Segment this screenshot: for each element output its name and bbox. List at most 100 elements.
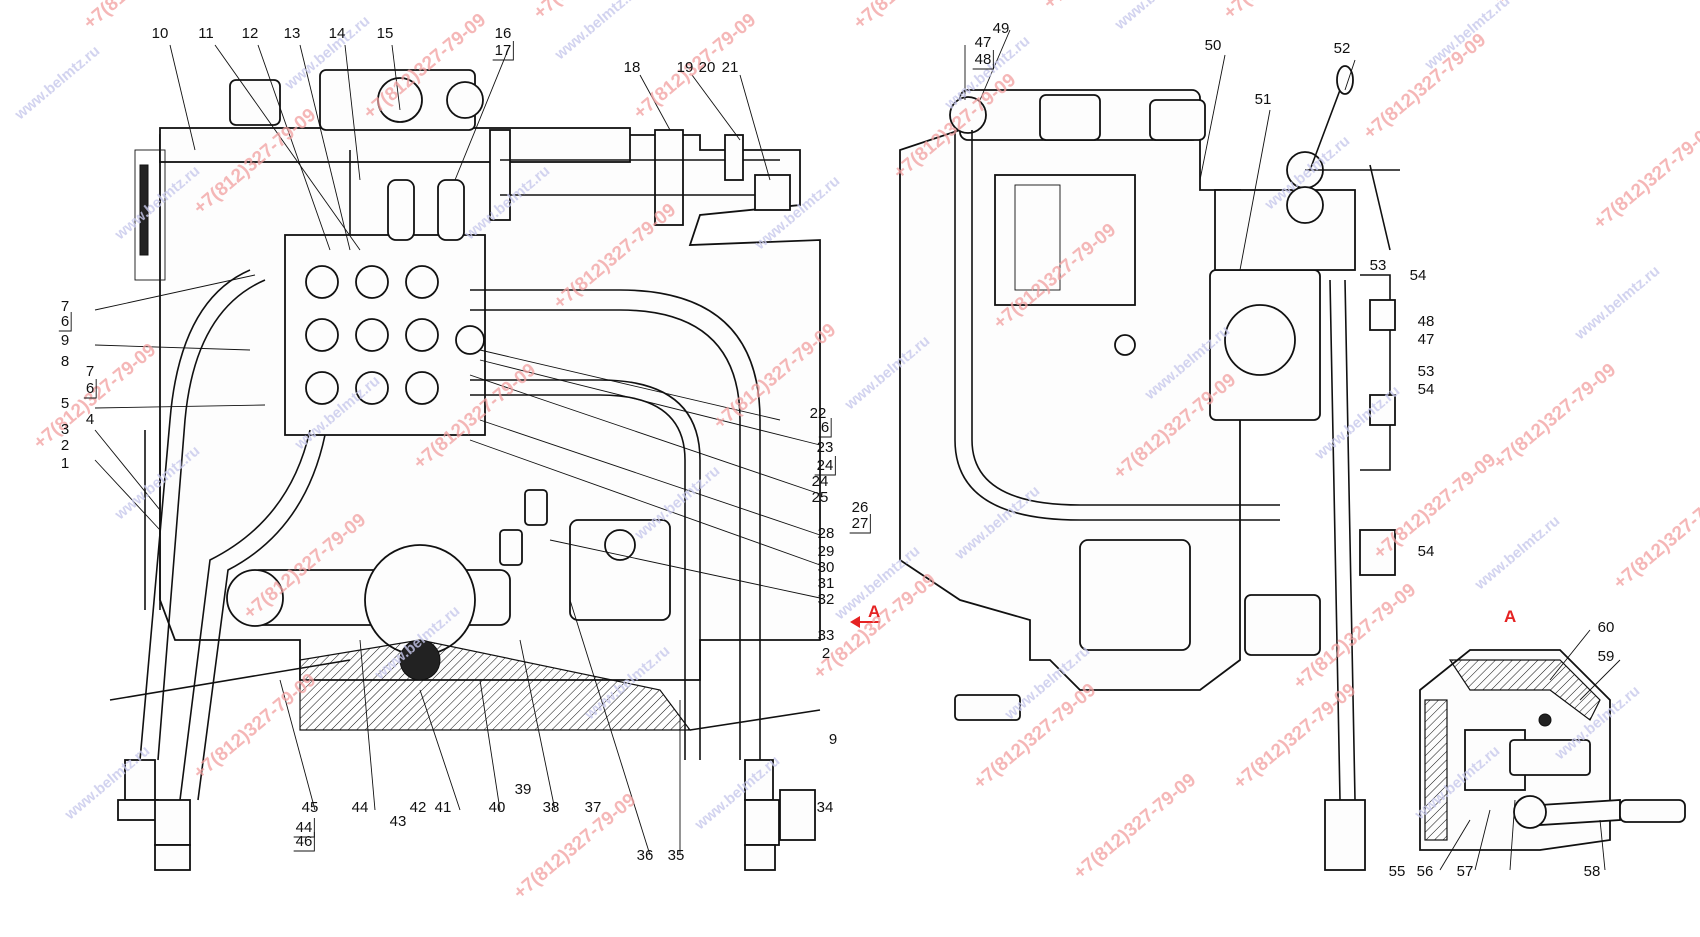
part-number-label: 34	[817, 799, 834, 816]
part-number-label: 47	[975, 34, 992, 51]
part-number-label: 21	[722, 59, 739, 76]
part-number-label: 9	[829, 731, 837, 748]
part-number-label: 24	[817, 457, 834, 474]
part-number-label: 48	[975, 51, 992, 68]
hose-fittings-left	[117, 759, 191, 871]
part-number-label: 40	[489, 799, 506, 816]
part-number-label: 9	[61, 332, 69, 349]
watermark-phone: +7(812)327-79-09	[1590, 120, 1700, 234]
part-number-label: 43	[390, 813, 407, 830]
part-number-label: 41	[435, 799, 452, 816]
part-number-label: 42	[410, 799, 427, 816]
part-number-label: 8	[61, 353, 69, 370]
part-number-label: 49	[993, 20, 1010, 37]
watermark-phone: +7(812)327-79-09	[80, 0, 210, 34]
part-number-label: 53	[1418, 363, 1435, 380]
part-number-label: 13	[284, 25, 301, 42]
part-number-label: 44	[352, 799, 369, 816]
hose-fittings-right	[744, 759, 816, 871]
part-number-label: 19	[677, 59, 694, 76]
part-number-label: 6	[61, 313, 69, 330]
watermark-phone: +7(812)327-79-09	[1220, 0, 1350, 24]
part-number-label: 20	[699, 59, 716, 76]
part-number-label: 27	[852, 515, 869, 532]
leader-lines	[94, 29, 1621, 871]
part-number-label: 36	[637, 847, 654, 864]
section-a-arrow	[850, 616, 880, 628]
detail-a-view	[1419, 649, 1686, 851]
part-number-label: 23	[817, 439, 834, 456]
part-number-label: 30	[818, 559, 835, 576]
watermark-phone: +7(812)327-79-09	[630, 10, 760, 124]
watermark-site: www.belmtz.ru	[1111, 0, 1203, 34]
part-number-label: 33	[818, 627, 835, 644]
watermark-phone: +7(812)327-79-09	[1360, 30, 1490, 144]
part-number-label: 54	[1418, 543, 1435, 560]
part-number-label: 11	[198, 25, 214, 42]
right-view-assembly	[899, 65, 1400, 871]
watermark-phone: +7(812)327-79-09	[1070, 770, 1200, 884]
part-number-label: 22	[810, 405, 827, 422]
part-number-label: 28	[818, 525, 835, 542]
reference-box	[849, 514, 871, 534]
watermark-site: www.belmtz.ru	[1471, 512, 1563, 593]
part-number-label: 35	[668, 847, 685, 864]
watermark-phone: +7(812)327-79-09	[850, 0, 980, 34]
valve-ports	[305, 265, 485, 405]
part-number-label: 24	[812, 473, 829, 490]
reference-box	[492, 41, 514, 61]
part-number-label: 55	[1389, 863, 1406, 880]
part-number-label: 60	[1598, 619, 1615, 636]
part-number-label: 2	[61, 437, 69, 454]
part-number-label: 50	[1205, 37, 1222, 54]
part-number-label: 29	[818, 543, 835, 560]
part-number-label: 45	[302, 799, 319, 816]
part-number-label: 12	[242, 25, 259, 42]
watermark-phone: +7(812)327-79-09	[1490, 360, 1620, 474]
part-number-label: 16	[495, 25, 512, 42]
part-number-label: 32	[818, 591, 835, 608]
part-number-label: 37	[585, 799, 602, 816]
part-number-label: 56	[1417, 863, 1434, 880]
detail-a-title: A	[1504, 607, 1516, 626]
watermark-site: www.belmtz.ru	[11, 42, 103, 123]
part-number-label: 6	[86, 380, 94, 397]
part-number-label: 4	[86, 411, 94, 428]
part-number-label: 7	[61, 298, 69, 315]
part-number-label: 1	[61, 455, 69, 472]
reference-box	[58, 312, 72, 332]
part-number-label: 53	[1370, 257, 1387, 274]
part-number-label: 39	[515, 781, 532, 798]
part-number-label: 26	[852, 499, 869, 516]
section-marker-label: A	[868, 602, 880, 621]
watermark-phone: +7(812)327-79-09	[510, 790, 640, 904]
part-number-label: 54	[1418, 381, 1435, 398]
part-number-label: 58	[1584, 863, 1601, 880]
watermark-site: www.belmtz.ru	[551, 0, 643, 64]
reference-box	[818, 418, 832, 438]
part-number-label: 54	[1410, 267, 1427, 284]
part-number-label: 2	[822, 645, 830, 662]
part-number-label: 18	[624, 59, 641, 76]
reference-box	[814, 456, 836, 476]
part-number-label: 31	[818, 575, 835, 592]
part-number-label: 7	[86, 363, 94, 380]
part-number-label: 25	[812, 489, 829, 506]
part-number-label: 52	[1334, 40, 1351, 57]
part-number-label: 6	[821, 419, 829, 436]
part-number-label: 48	[1418, 313, 1435, 330]
watermark-phone: +7(812)327-79-09	[1610, 480, 1700, 594]
part-number-label: 15	[377, 25, 394, 42]
part-number-label: 17	[495, 42, 512, 59]
part-number-label: 5	[61, 395, 69, 412]
part-number-label: 51	[1255, 91, 1272, 108]
part-number-label: 3	[61, 421, 69, 438]
part-number-label: 44	[296, 819, 313, 836]
part-number-label: 59	[1598, 648, 1615, 665]
left-view-assembly	[109, 69, 821, 871]
part-number-label: 14	[329, 25, 346, 42]
watermark-site: www.belmtz.ru	[1571, 262, 1663, 343]
